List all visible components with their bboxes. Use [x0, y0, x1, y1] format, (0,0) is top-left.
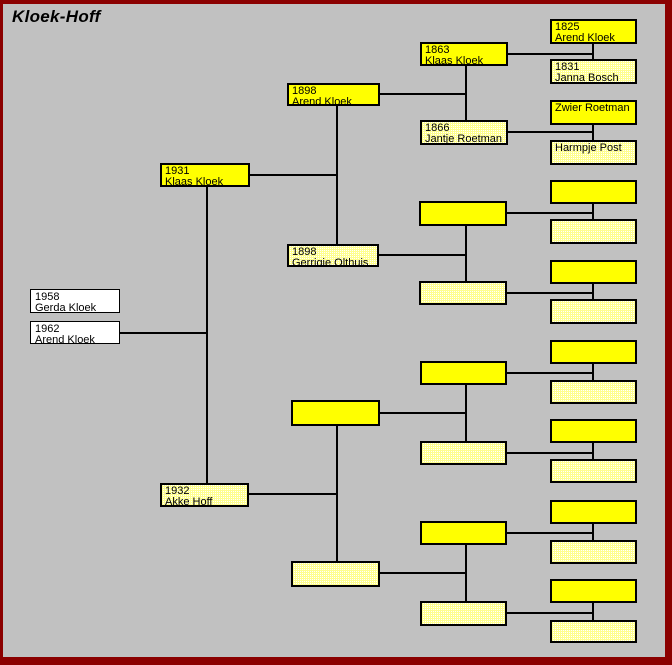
connector-line: [380, 412, 466, 414]
connector-line: [592, 125, 594, 140]
connector-line: [206, 186, 208, 483]
connector-line: [336, 106, 338, 244]
person-box-zwier-roetman[interactable]: Zwier Roetman: [550, 100, 637, 125]
person-box-unknown-g5-mother-5[interactable]: [550, 380, 637, 404]
person-box-unknown-g3-father-2[interactable]: [291, 400, 380, 426]
person-box-unknown-g5-father-4[interactable]: [550, 260, 637, 284]
person-box-unknown-g5-mother-8[interactable]: [550, 620, 637, 643]
person-box-unknown-g5-father-3[interactable]: [550, 180, 637, 204]
connector-line: [592, 364, 594, 380]
connector-line: [592, 204, 594, 219]
person-name: Jantje Roetman: [425, 132, 503, 145]
person-box-harmpje-post[interactable]: Harmpje Post: [550, 140, 637, 165]
person-year: 1958: [35, 291, 60, 303]
person-box-unknown-g5-father-5[interactable]: [550, 340, 637, 364]
person-box-unknown-g5-mother-3[interactable]: [550, 219, 637, 244]
person-box-unknown-g3-mother-2[interactable]: [291, 561, 380, 587]
person-year: 1866: [425, 122, 450, 134]
connector-line: [336, 426, 338, 561]
person-name: Harmpje Post: [555, 142, 622, 154]
person-name: Arend Kloek: [555, 31, 615, 44]
person-box-unknown-g5-father-8[interactable]: [550, 579, 637, 603]
connector-line: [507, 612, 594, 614]
person-name: Janna Bosch: [555, 71, 619, 84]
person-name: Arend Kloek: [35, 333, 95, 344]
connector-line: [592, 44, 594, 59]
connector-line: [119, 332, 208, 334]
person-year: 1932: [165, 485, 190, 497]
connector-line: [592, 283, 594, 299]
person-box-unknown-g5-mother-4[interactable]: [550, 299, 637, 324]
connector-line: [507, 452, 594, 454]
person-box-unknown-g4-father-2[interactable]: [419, 201, 507, 226]
person-box-unknown-g4-mother-4[interactable]: [420, 601, 507, 626]
connector-line: [507, 532, 594, 534]
person-name: Gerrigje Olthuis: [292, 256, 369, 267]
connector-line: [465, 66, 467, 120]
person-year: 1931: [165, 165, 190, 177]
person-name: Gerda Kloek: [35, 301, 97, 313]
person-year: 1962: [35, 323, 60, 335]
connector-line: [507, 372, 594, 374]
person-name: Arend Kloek: [292, 95, 352, 106]
connector-line: [507, 292, 594, 294]
connector-line: [508, 53, 594, 55]
connector-line: [592, 443, 594, 459]
connector-line: [508, 131, 594, 133]
person-year: 1898: [292, 85, 317, 97]
connector-line: [465, 545, 467, 601]
person-box-unknown-g4-father-3[interactable]: [420, 361, 507, 385]
person-name: Klaas Kloek: [425, 54, 484, 66]
chart-title: Kloek-Hoff: [12, 7, 101, 26]
person-box-unknown-g5-mother-7[interactable]: [550, 540, 637, 564]
connector-line: [380, 93, 467, 95]
connector-line: [249, 493, 338, 495]
person-year: 1863: [425, 44, 450, 56]
connector-line: [592, 603, 594, 620]
person-year: 1825: [555, 21, 580, 33]
connector-line: [379, 254, 467, 256]
person-name: Akke Hoff: [165, 495, 213, 507]
person-name: Klaas Kloek: [165, 175, 224, 187]
connector-line: [465, 385, 467, 441]
person-box-unknown-g4-mother-3[interactable]: [420, 441, 507, 465]
connector-line: [507, 212, 594, 214]
connector-line: [380, 572, 466, 574]
connector-line: [250, 174, 338, 176]
person-name: Zwier Roetman: [555, 102, 630, 114]
person-year: 1898: [292, 246, 317, 258]
person-box-unknown-g5-father-7[interactable]: [550, 500, 637, 524]
person-box-unknown-g5-mother-6[interactable]: [550, 459, 637, 483]
person-box-unknown-g4-mother-2[interactable]: [419, 281, 507, 305]
person-box-unknown-g4-father-4[interactable]: [420, 521, 507, 545]
person-box-unknown-g5-father-6[interactable]: [550, 419, 637, 443]
connector-line: [465, 226, 467, 281]
connector-line: [592, 524, 594, 540]
person-year: 1831: [555, 61, 580, 73]
